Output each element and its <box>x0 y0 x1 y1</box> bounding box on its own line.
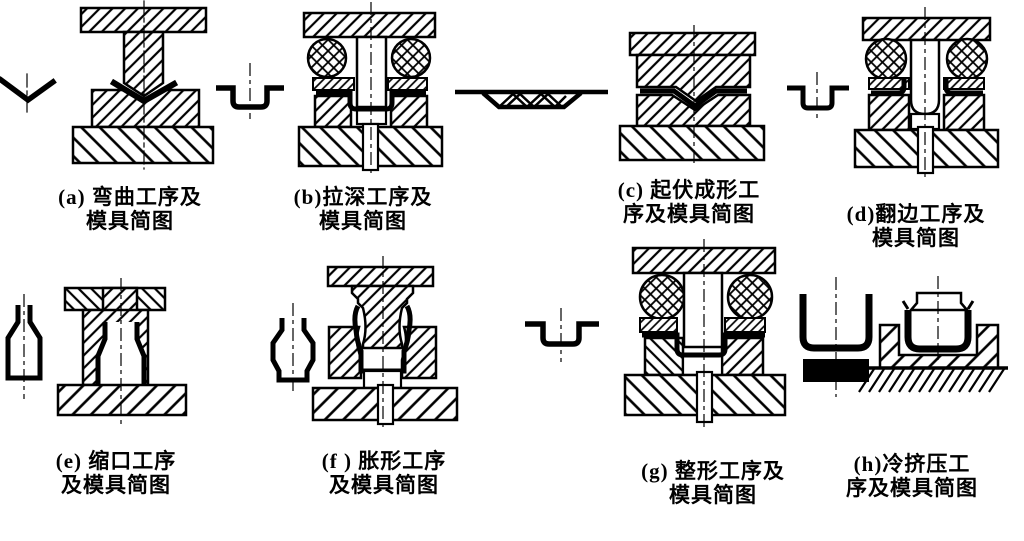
caption-b: (b)拉深工序及 模具简图 <box>293 185 433 233</box>
blank-holder-right <box>943 77 985 90</box>
blank-holder-right <box>387 77 428 91</box>
blank-holder-left <box>868 77 910 90</box>
part-icon-necked-cup <box>5 305 43 381</box>
panel-a-bending <box>0 0 215 170</box>
caption-g: (g) 整形工序及 模具简图 <box>641 459 785 507</box>
workpiece <box>642 332 765 358</box>
workpiece <box>640 88 747 110</box>
panel-g-sizing <box>525 239 787 430</box>
workpiece <box>95 322 147 385</box>
rubber-cushion-right <box>390 37 432 79</box>
cup-rim-flash <box>901 300 975 310</box>
top-plate <box>861 16 992 42</box>
panel-h-cold-extrusion <box>799 276 1008 397</box>
caption-h: (h)冷挤压工 序及模具简图 <box>846 452 978 500</box>
punch <box>682 271 724 349</box>
blank-holder-right <box>724 317 766 333</box>
panel-f-bulging <box>270 256 459 430</box>
rubber-cushion-left <box>638 273 686 321</box>
panel-c-embossing <box>455 25 766 166</box>
rubber-cushion-left <box>306 37 348 79</box>
top-plate <box>326 265 435 288</box>
die-block-right <box>720 336 765 377</box>
part-icon-v-bend <box>0 76 57 104</box>
bottom-plate <box>618 124 766 162</box>
caption-d: (d)翻边工序及 模具简图 <box>846 202 986 250</box>
caption-a: (a) 弯曲工序及 模具简图 <box>58 185 202 233</box>
part-icon-flanged-hole <box>787 85 849 111</box>
rubber-cushion-right <box>726 273 774 321</box>
panel-e-necking <box>5 278 188 427</box>
extruded-cup <box>904 310 972 353</box>
die-block <box>878 323 1000 370</box>
die-block-right <box>942 93 986 132</box>
bottom-plate <box>71 125 215 165</box>
rubber-cushion-left <box>864 37 908 81</box>
rubber-cushion-right <box>945 37 989 81</box>
part-icon-truss-lines <box>498 92 567 109</box>
die-block-left <box>867 93 911 132</box>
part-icon-rib-profile <box>481 91 583 110</box>
panel-d-flanging <box>787 7 1000 177</box>
blank-holder-left <box>312 77 355 91</box>
die-block-left <box>313 94 353 129</box>
punch <box>908 291 970 312</box>
caption-f: (f ) 胀形工序 及模具简图 <box>321 449 447 497</box>
caption-c: (c) 起伏成形工 序及模具简图 <box>617 178 761 226</box>
ejector-pin <box>376 383 395 426</box>
top-plate <box>302 11 437 39</box>
part-icon-hat-section <box>525 321 599 347</box>
bottom-plate <box>56 383 188 417</box>
die-block-right <box>389 94 429 129</box>
panel-b-deep-drawing <box>216 2 444 177</box>
workpiece <box>871 78 983 96</box>
ground-hatch <box>858 368 1005 393</box>
caption-e: (e) 缩口工序 及模具简图 <box>55 449 177 497</box>
top-plate <box>628 31 757 57</box>
blank-holder-left <box>639 317 678 333</box>
